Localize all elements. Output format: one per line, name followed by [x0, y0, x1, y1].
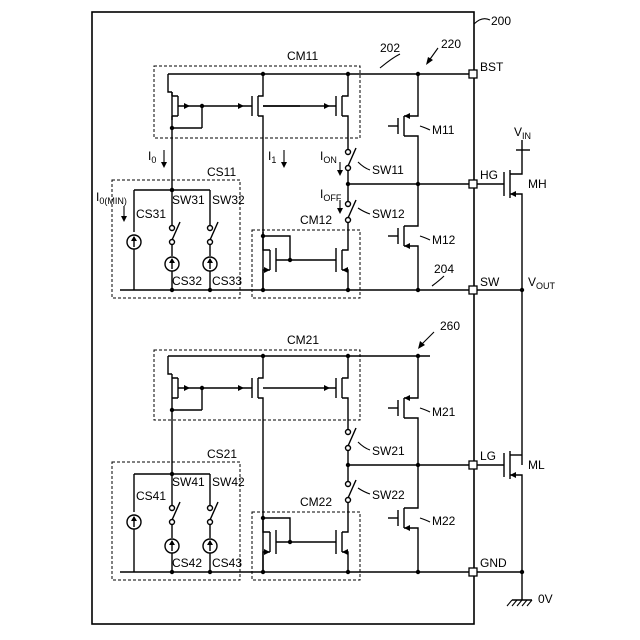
cs31-label: CS31	[136, 207, 166, 221]
pin-sw-label: SW	[480, 275, 500, 289]
m11-label: M11	[432, 123, 455, 137]
sw21-sw22-circuit	[346, 428, 357, 518]
ion-label: ION	[320, 149, 337, 165]
i0min-label: I0(MIN)	[96, 190, 127, 206]
mh-label: MH	[528, 177, 547, 191]
chip-ref-label: 200	[491, 14, 511, 28]
pin-bst-label: BST	[480, 60, 504, 74]
sw11-label: SW11	[372, 163, 404, 177]
m21-label: M21	[432, 405, 456, 419]
cs32-label: CS32	[172, 274, 202, 288]
ic-boundary	[92, 12, 474, 624]
cm22-box	[252, 512, 360, 580]
pin-lg	[469, 461, 477, 469]
cs41-label: CS41	[136, 489, 166, 503]
pin-sw	[469, 286, 477, 294]
cm12-label: CM12	[300, 213, 332, 227]
pin-lg-label: LG	[480, 449, 496, 463]
sw22-label: SW22	[372, 488, 405, 502]
cs11-label: CS11	[207, 165, 236, 179]
ref202-label: 202	[380, 41, 400, 55]
m21-m22	[388, 356, 418, 572]
pin-gnd-label: GND	[480, 556, 507, 570]
m11-m12	[388, 74, 418, 290]
cm11-transistors	[168, 74, 348, 290]
cm21-label: CM21	[287, 333, 319, 347]
m22-label: M22	[432, 514, 456, 528]
ref220-label: 220	[441, 37, 461, 51]
ml-label: ML	[528, 458, 545, 472]
cm21-transistors	[168, 356, 348, 572]
sw12-label: SW12	[372, 207, 405, 221]
vout-label: VOUT	[528, 275, 556, 291]
sw41-label: SW41	[172, 475, 205, 489]
ref202-leader	[380, 54, 400, 68]
external-power-stage	[477, 140, 532, 606]
ioff-label: IOFF	[320, 187, 342, 203]
cm22-transistors	[261, 516, 348, 572]
cm12-transistors	[261, 232, 348, 290]
cm22-label: CM22	[300, 495, 332, 509]
cs33-label: CS33	[212, 274, 242, 288]
i1-label: I1	[268, 149, 276, 165]
zero-v-label: 0V	[538, 592, 553, 606]
sw32-label: SW32	[212, 193, 245, 207]
cs43-label: CS43	[212, 556, 242, 570]
sw11-sw12-circuit	[346, 148, 357, 236]
vin-label: VIN	[514, 125, 531, 141]
pin-bst	[469, 70, 477, 78]
cs42-label: CS42	[172, 556, 202, 570]
m12-label: M12	[432, 233, 456, 247]
i0-label: I0	[148, 149, 156, 165]
pin-hg	[469, 180, 477, 188]
cm11-box	[154, 66, 360, 138]
ref204-label: 204	[434, 262, 454, 276]
chip-ref-leader	[474, 19, 490, 24]
sw21-label: SW21	[372, 444, 405, 458]
sw31-label: SW31	[172, 193, 205, 207]
pin-hg-label: HG	[480, 168, 498, 182]
cm12-box	[252, 230, 360, 298]
pin-gnd	[469, 568, 477, 576]
sw42-label: SW42	[212, 475, 245, 489]
cs21-label: CS21	[207, 447, 237, 461]
ref260-label: 260	[440, 319, 460, 333]
cm11-label: CM11	[287, 49, 318, 63]
